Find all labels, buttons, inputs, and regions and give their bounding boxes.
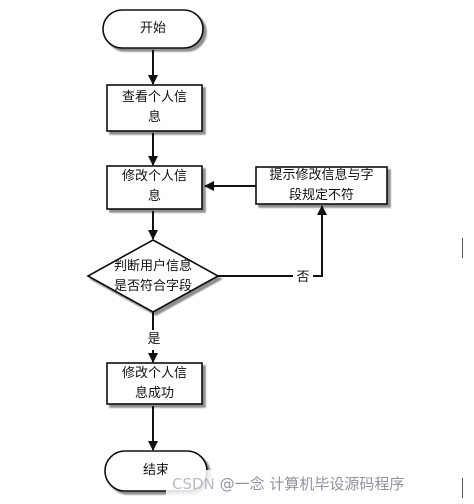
view-info-label: 查看个人信 息 bbox=[121, 90, 187, 125]
success-label: 修改个人信 息成功 bbox=[121, 366, 187, 401]
view-info-node bbox=[106, 84, 203, 132]
modify-info-node bbox=[106, 165, 203, 210]
page-edge-line-bottom bbox=[462, 478, 463, 498]
modify-info-label: 修改个人信 息 bbox=[121, 169, 187, 204]
start-label: 开始 bbox=[139, 21, 166, 36]
arrow-judge-no-to-prompt bbox=[218, 205, 327, 277]
success-node bbox=[106, 362, 203, 405]
watermark-platform: CSDN bbox=[172, 475, 215, 493]
yes-branch-label: 是 bbox=[144, 330, 164, 350]
judge-label: 判断用户信息 是否符合字段 bbox=[113, 259, 192, 294]
watermark-author: @一念 计算机毕设源码程序 bbox=[219, 475, 405, 493]
prompt-node bbox=[255, 166, 388, 205]
prompt-label: 提示修改信息与字 段规定不符 bbox=[269, 168, 374, 203]
csdn-watermark: CSDN @一念 计算机毕设源码程序 bbox=[166, 470, 411, 498]
no-branch-label: 否 bbox=[293, 268, 313, 288]
start-node bbox=[102, 9, 204, 49]
page-edge-line-top bbox=[462, 238, 463, 258]
end-label: 结束 bbox=[142, 463, 169, 478]
